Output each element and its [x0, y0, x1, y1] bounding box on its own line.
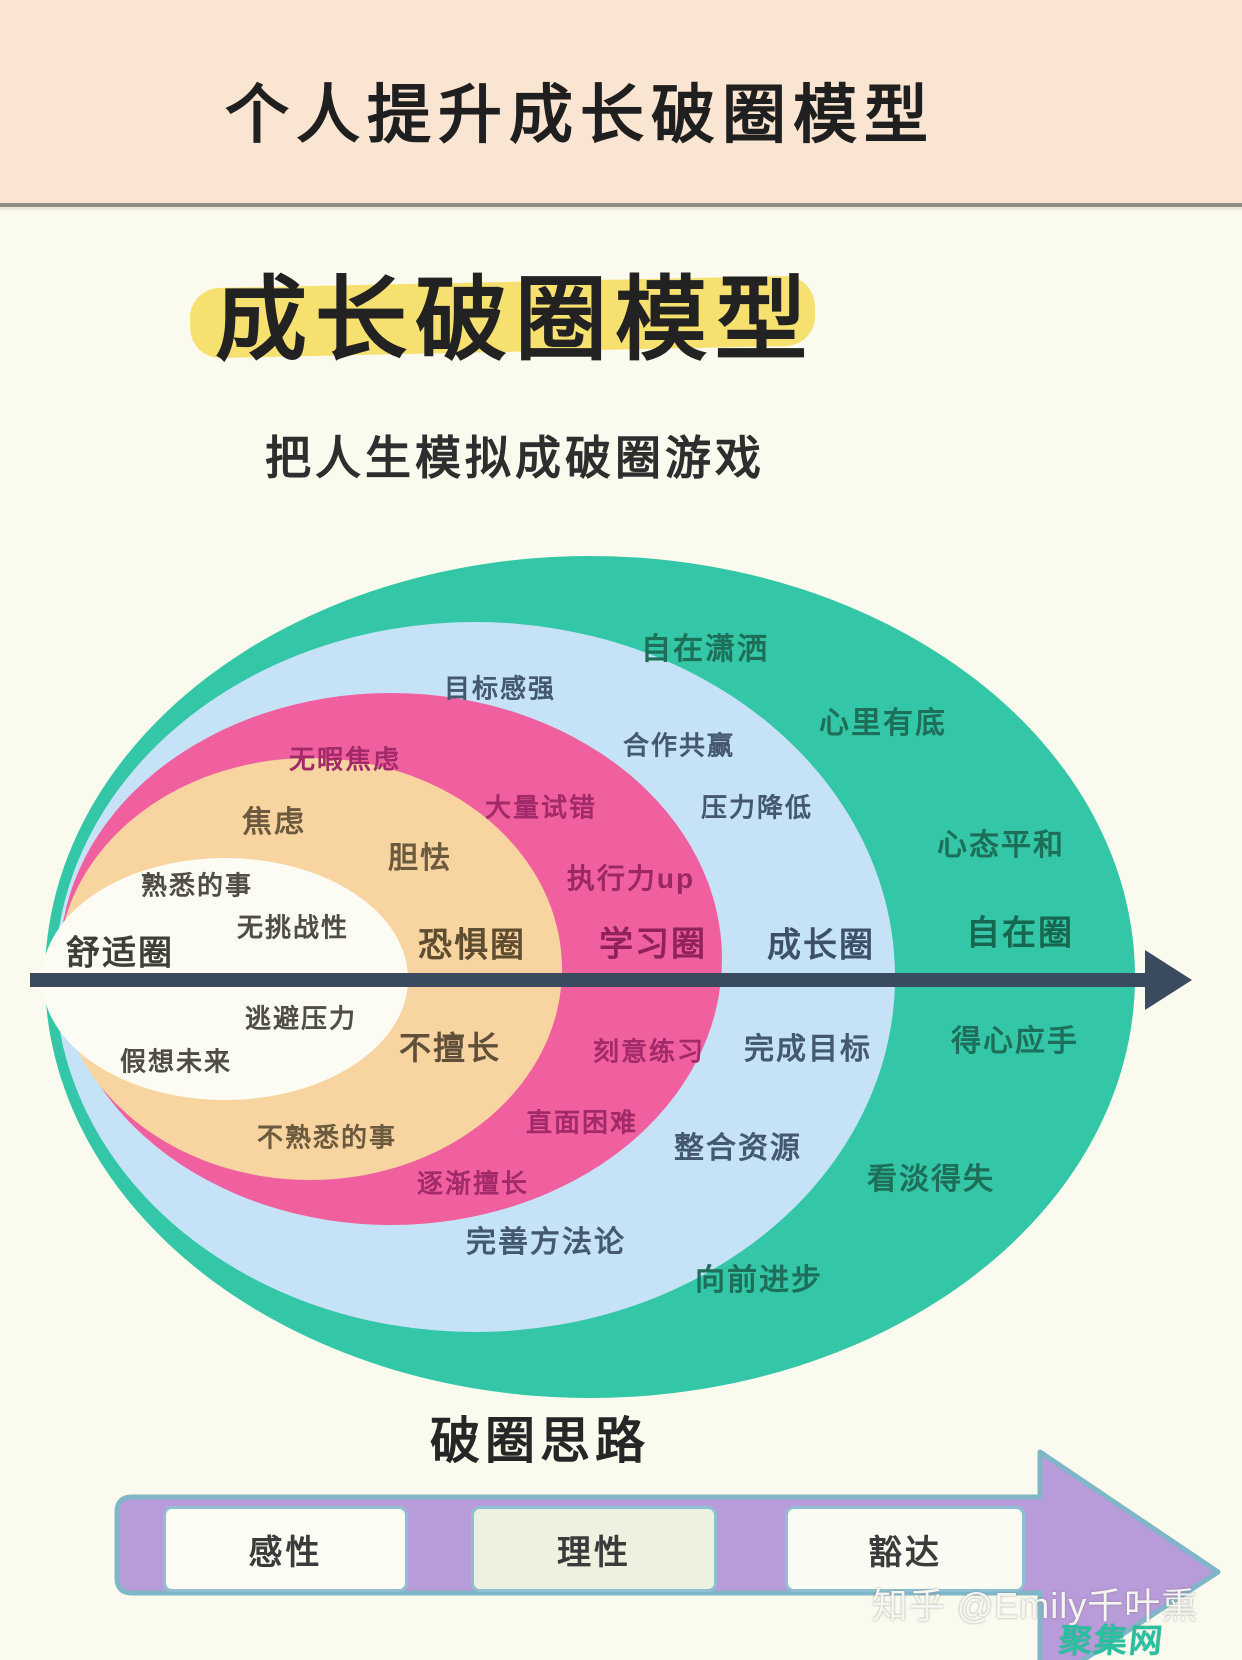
- label-no-challenge: 无挑战性: [236, 912, 350, 943]
- step-box-rationality: 理性: [471, 1506, 717, 1592]
- step-box-sensibility: 感性: [163, 1506, 408, 1592]
- label-fear-ring-name: 恐惧圈: [418, 926, 526, 965]
- label-anxiety: 焦虑: [242, 806, 306, 839]
- label-ease-ring-name: 自在圈: [966, 914, 1074, 953]
- bottom-section-title: 破圈思路: [430, 1413, 650, 1469]
- label-comfort-ring-name: 舒适圈: [66, 934, 174, 973]
- label-face-difficulty: 直面困难: [525, 1107, 639, 1138]
- header-divider-light: [0, 207, 1242, 210]
- label-avoid-pressure: 逃避压力: [244, 1003, 358, 1034]
- step-label-rationality: 理性: [557, 1533, 631, 1572]
- label-strong-goal-sense: 目标感强: [443, 673, 557, 704]
- label-free-and-easy: 自在潇洒: [641, 633, 769, 666]
- header-divider: [0, 203, 1242, 207]
- label-confident-inside: 心里有底: [819, 707, 947, 740]
- label-trial-and-error: 大量试错: [484, 792, 598, 823]
- label-peaceful-mind: 心态平和: [937, 829, 1065, 862]
- header-band: 个人提升成长破圈模型: [0, 0, 1242, 203]
- label-integrate-resources: 整合资源: [674, 1132, 802, 1165]
- site-watermark: 聚集网: [1057, 1622, 1167, 1659]
- label-familiar-things: 熟悉的事: [140, 870, 254, 901]
- step-label-sensibility: 感性: [248, 1533, 323, 1572]
- label-timidity: 胆怯: [388, 842, 452, 875]
- label-detached-gain-loss: 看淡得失: [867, 1163, 995, 1196]
- label-pressure-down: 压力降低: [700, 792, 814, 823]
- hero-title: 成长破圈模型: [214, 269, 816, 372]
- label-win-win: 合作共赢: [622, 730, 736, 761]
- label-handy-skilled: 得心应手: [951, 1025, 1079, 1058]
- label-gradually-skilled: 逐渐擅长: [416, 1168, 530, 1199]
- label-learn-ring-name: 学习圈: [599, 925, 707, 964]
- label-not-good-at: 不擅长: [398, 1030, 502, 1066]
- step-label-openmindedness: 豁达: [868, 1533, 942, 1572]
- label-move-forward: 向前进步: [695, 1264, 823, 1297]
- label-growth-ring-name: 成长圈: [767, 926, 875, 965]
- label-execution-up: 执行力up: [566, 863, 696, 894]
- label-no-time-anxiety: 无暇焦虑: [288, 744, 402, 775]
- page-title: 个人提升成长破圈模型: [225, 79, 935, 151]
- zhihu-watermark: 知乎 @Emily千叶熏: [871, 1585, 1199, 1626]
- label-unfamiliar-things: 不熟悉的事: [256, 1122, 398, 1153]
- label-complete-goals: 完成目标: [744, 1033, 872, 1066]
- label-refine-methodology: 完善方法论: [466, 1226, 626, 1259]
- label-imagined-future: 假想未来: [119, 1046, 233, 1077]
- hero-subtitle: 把人生模拟成破圈游戏: [265, 432, 765, 484]
- label-deliberate-practice: 刻意练习: [592, 1036, 706, 1067]
- step-box-openmindedness: 豁达: [785, 1506, 1025, 1592]
